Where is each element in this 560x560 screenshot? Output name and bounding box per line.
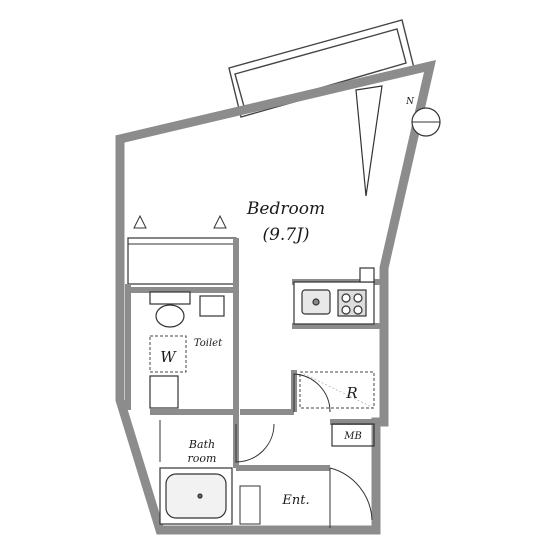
bedroom-area: (9.7J) [262,225,309,245]
washer-label: W [160,348,177,366]
shoe-cabinet [239,485,261,525]
meter-box-label: MB [343,431,362,442]
meter-box-frame [331,423,375,447]
basin [149,375,179,409]
bedroom-label: Bedroom [246,199,325,219]
bathroom-label-line1: Bath [188,438,215,451]
bathtub [159,467,233,525]
bathroom-label-line2: room [188,452,217,465]
balcony-door-niche [355,85,383,197]
refrigerator-diagonal [299,371,375,409]
kitchen-counter [293,267,375,325]
north-label: N [405,97,415,107]
washer-space [149,335,187,373]
toilet-fixture [149,291,225,328]
faucet [312,298,320,306]
toilet-label: Toilet [194,338,223,349]
refrigerator-space [299,371,375,409]
compass-rose [411,107,441,137]
refrigerator-label: R [345,384,357,402]
entrance-label: Ent. [281,493,309,508]
closet [127,214,237,285]
doors [159,373,373,528]
